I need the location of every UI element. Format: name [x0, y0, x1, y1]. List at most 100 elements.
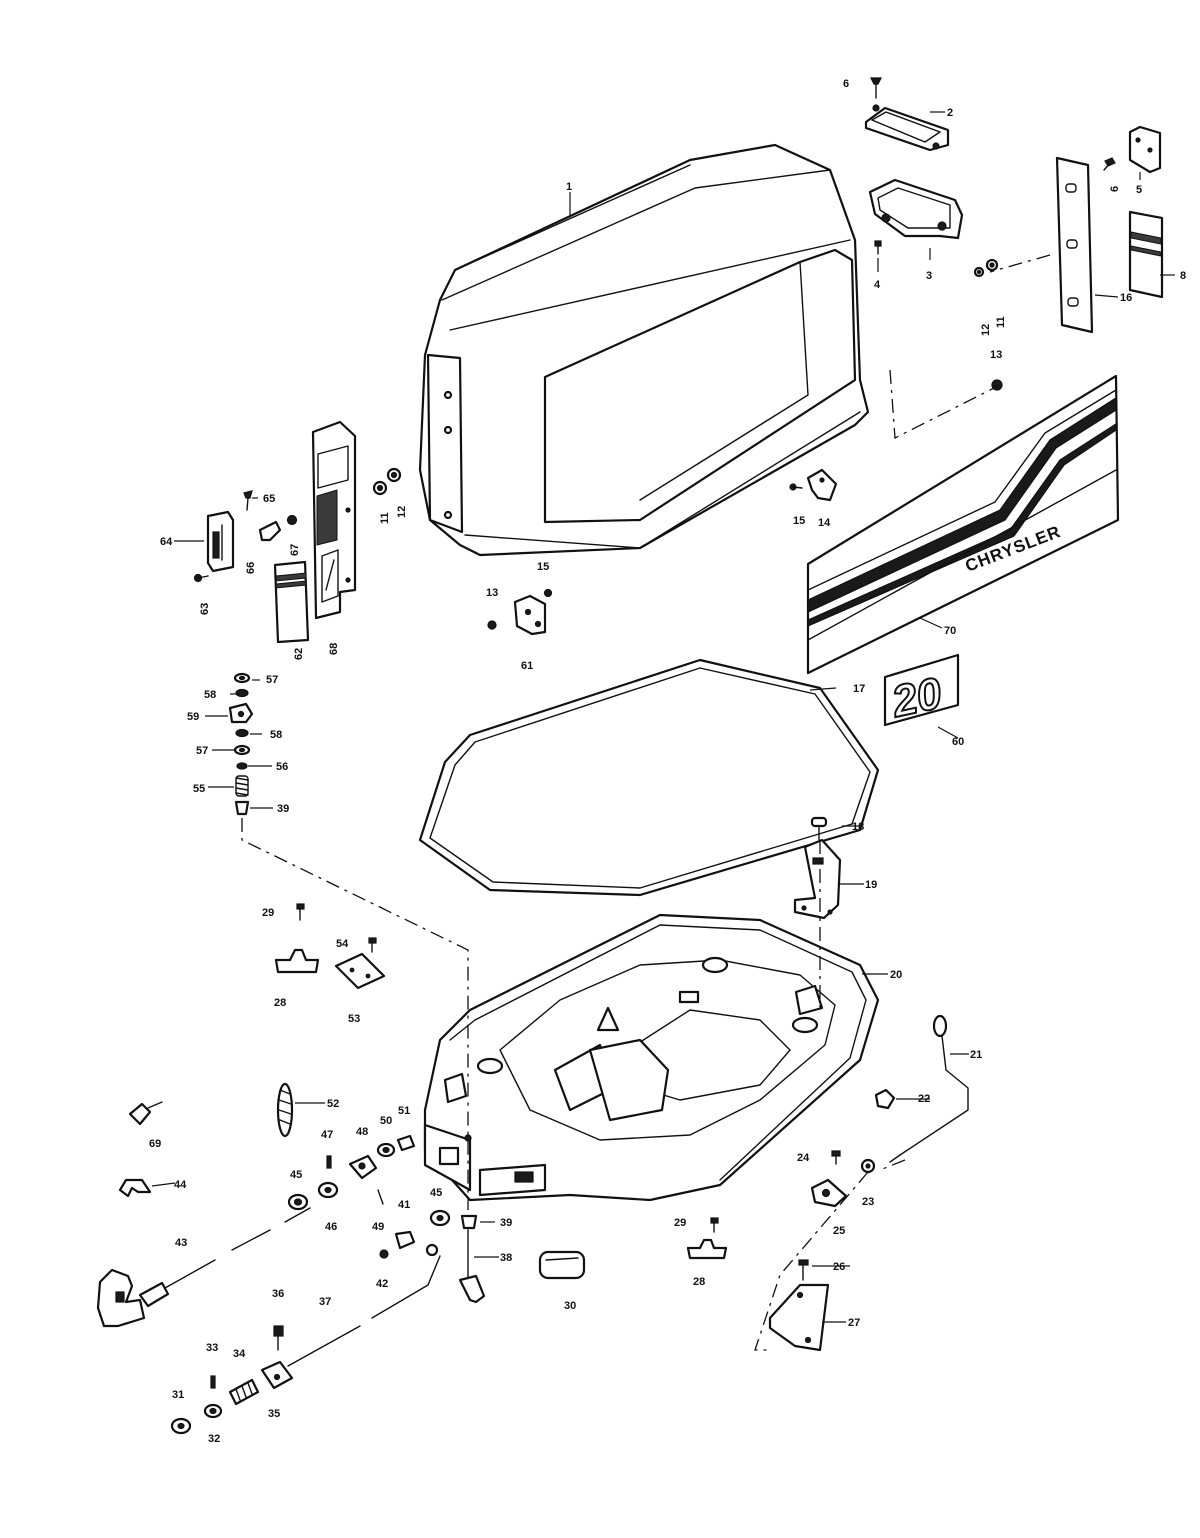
pin-part-33[interactable]: [210, 1375, 216, 1389]
washer-part-57-lower[interactable]: [233, 744, 251, 756]
screw-part-36[interactable]: [273, 1325, 284, 1351]
callout-13-lower: 13: [486, 587, 498, 599]
engine-cover-part-1[interactable]: [418, 143, 870, 557]
bracket-part-25[interactable]: [810, 1178, 848, 1208]
screw-part-15-lower[interactable]: [543, 588, 553, 598]
callout-51: 51: [398, 1105, 410, 1117]
spring-part-55[interactable]: [235, 775, 249, 797]
grommet-part-67[interactable]: [286, 514, 298, 526]
decal-strip-part-8[interactable]: [1128, 210, 1164, 299]
screw-part-18[interactable]: [810, 816, 828, 841]
screw-part-15-upper[interactable]: [789, 483, 803, 491]
bushing-part-32[interactable]: [203, 1403, 223, 1419]
screw-part-29-lower[interactable]: [710, 1217, 719, 1233]
side-decal-part-70[interactable]: CHRYSLER: [806, 374, 1120, 675]
callout-49: 49: [372, 1221, 384, 1233]
bushing-part-44[interactable]: [118, 1178, 152, 1198]
bracket-part-19[interactable]: [793, 838, 842, 920]
bracket-part-5[interactable]: [1128, 125, 1162, 174]
callout-26: 26: [833, 1261, 845, 1273]
fitting-part-69[interactable]: [128, 1101, 163, 1126]
lever-part-38[interactable]: [458, 1229, 486, 1304]
callout-39-lower: 39: [500, 1217, 512, 1229]
pin-part-49[interactable]: [377, 1189, 384, 1205]
plate-part-3[interactable]: [868, 178, 964, 240]
seal-gasket-part-17[interactable]: [418, 658, 880, 897]
callout-43: 43: [175, 1237, 187, 1249]
handle-rod-part-43[interactable]: [96, 1207, 311, 1328]
callout-68: 68: [328, 643, 340, 655]
washer-part-56[interactable]: [236, 762, 248, 770]
washer-part-58-top[interactable]: [235, 688, 249, 698]
callout-35: 35: [268, 1408, 280, 1420]
callout-18: 18: [852, 821, 864, 833]
screen-part-52[interactable]: [276, 1082, 294, 1138]
cable-part-21[interactable]: [889, 1014, 969, 1163]
washer-part-12-right[interactable]: [973, 266, 985, 278]
screw-part-24[interactable]: [831, 1150, 841, 1165]
callout-12-right: 12: [980, 324, 992, 336]
clamp-part-28-upper[interactable]: [274, 948, 320, 974]
decal-strip-part-62[interactable]: [273, 560, 310, 644]
latch-part-59[interactable]: [228, 702, 254, 724]
cam-part-48[interactable]: [348, 1154, 378, 1180]
callout-67: 67: [289, 544, 301, 556]
screw-part-6-right[interactable]: [1103, 157, 1116, 171]
callout-6-right: 6: [1109, 186, 1121, 192]
plate-part-53[interactable]: [334, 952, 386, 990]
callout-56: 56: [276, 761, 288, 773]
screw-part-26[interactable]: [798, 1259, 809, 1281]
cap-part-41[interactable]: [394, 1230, 416, 1250]
front-panel-part-68[interactable]: [311, 420, 357, 620]
bracket-part-61[interactable]: [513, 594, 547, 636]
switch-housing-part-64[interactable]: [206, 510, 235, 573]
lower-pan-part-20[interactable]: [423, 913, 880, 1202]
callout-15-lower: 15: [537, 561, 549, 573]
bushing-part-45-left[interactable]: [287, 1193, 309, 1211]
nut-part-31[interactable]: [170, 1417, 192, 1435]
leader-lines: [151, 111, 1175, 1323]
screw-part-54[interactable]: [368, 937, 377, 953]
clip-part-66[interactable]: [258, 520, 282, 542]
callout-70: 70: [944, 625, 956, 637]
callout-13-right: 13: [990, 349, 1002, 361]
connector-part-23[interactable]: [860, 1158, 876, 1174]
callout-41: 41: [398, 1199, 410, 1211]
bushing-part-50[interactable]: [376, 1142, 396, 1158]
pin-part-47[interactable]: [326, 1155, 332, 1169]
stud-part-39-left[interactable]: [234, 800, 250, 816]
screw-part-65[interactable]: [243, 490, 253, 511]
screw-part-63[interactable]: [193, 573, 209, 583]
bushing-part-45-right[interactable]: [429, 1209, 451, 1227]
stud-part-39-lower[interactable]: [460, 1214, 478, 1230]
callout-25: 25: [833, 1225, 845, 1237]
bushing-part-46[interactable]: [317, 1181, 339, 1199]
bracket-plate-part-16[interactable]: [1055, 156, 1094, 334]
screw-part-4[interactable]: [874, 240, 882, 255]
callout-46: 46: [325, 1221, 337, 1233]
bracket-part-2[interactable]: [864, 104, 950, 152]
connector-part-35[interactable]: [260, 1360, 294, 1390]
callout-17: 17: [853, 683, 865, 695]
spring-part-34[interactable]: [228, 1378, 260, 1406]
model-decal-part-60[interactable]: 20: [883, 653, 960, 728]
decal-model-text: 20: [887, 669, 947, 727]
callout-15-upper: 15: [793, 515, 805, 527]
nut-part-22[interactable]: [874, 1088, 896, 1110]
washer-part-11-right[interactable]: [985, 258, 999, 272]
callout-8: 8: [1180, 270, 1186, 282]
nut-part-13-lower[interactable]: [487, 620, 497, 630]
washer-part-11-left[interactable]: [372, 480, 388, 496]
washer-part-57-top[interactable]: [233, 672, 251, 684]
washer-part-58-lower[interactable]: [235, 728, 249, 738]
rod-part-37[interactable]: [287, 1243, 441, 1367]
hook-part-14[interactable]: [806, 468, 838, 502]
clamp-part-28-lower[interactable]: [686, 1238, 728, 1260]
fitting-part-51[interactable]: [396, 1134, 416, 1152]
screw-part-6-top[interactable]: [870, 77, 882, 99]
washer-part-12-left[interactable]: [386, 467, 402, 483]
bracket-part-27[interactable]: [768, 1283, 830, 1352]
pad-part-30[interactable]: [538, 1250, 586, 1280]
nut-part-42[interactable]: [379, 1249, 389, 1259]
screw-part-29-upper[interactable]: [296, 903, 305, 921]
